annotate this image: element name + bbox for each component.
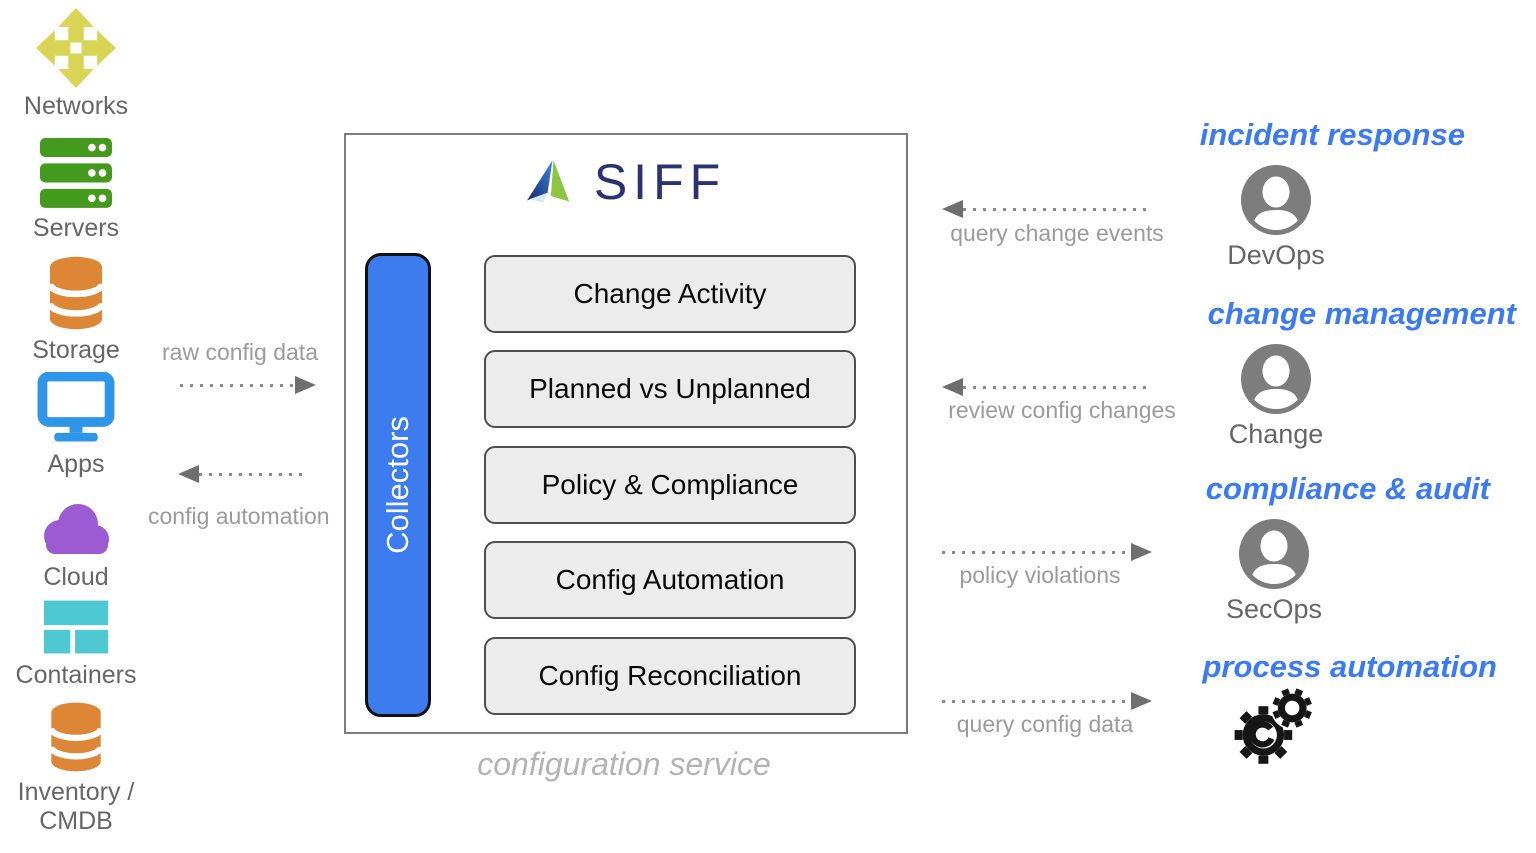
gears-icon (1234, 686, 1314, 764)
siff-logo: SIFF (346, 157, 906, 207)
collectors-label: Collectors (380, 416, 416, 554)
containers-icon (43, 600, 109, 654)
source-label: Networks (23, 92, 129, 120)
dotted-line (180, 383, 295, 387)
person-icon (1241, 344, 1311, 414)
module-change-activity: Change Activity (484, 255, 856, 333)
arrow-raw-config-data (180, 376, 316, 394)
actor-devops: DevOps (1206, 164, 1346, 271)
module-label: Planned vs Unplanned (529, 373, 811, 404)
actor-label: DevOps (1227, 240, 1325, 270)
cloud-icon (44, 504, 109, 554)
arrow-query-config-data (942, 692, 1152, 710)
source-inventory-cmdb: Inventory / CMDB (2, 700, 150, 836)
arrow-policy-violations (942, 543, 1152, 561)
module-label: Config Automation (555, 564, 785, 595)
source-label: Storage (32, 336, 120, 364)
dotted-line (963, 207, 1152, 211)
four-way-arrows-icon (36, 8, 116, 88)
actor-label: Change (1228, 419, 1324, 449)
heading-process-automation: process automation (1202, 649, 1497, 684)
flow-label-query-change-events: query change events (950, 220, 1164, 246)
arrowhead-left-icon (942, 200, 963, 218)
module-label: Config Reconciliation (538, 660, 802, 691)
source-label: Containers (15, 661, 137, 689)
monitor-icon (37, 372, 115, 442)
source-containers: Containers (2, 597, 150, 690)
actor-secops: SecOps (1204, 518, 1344, 625)
source-storage: Storage (2, 254, 150, 365)
arrowhead-right-icon (1131, 692, 1152, 710)
flow-label-review-config-changes: review config changes (948, 397, 1176, 423)
arrowhead-left-icon (178, 465, 199, 483)
arrowhead-right-icon (1131, 543, 1152, 561)
source-networks: Networks (2, 8, 150, 121)
module-policy-compliance: Policy & Compliance (484, 446, 856, 524)
siff-logo-triangle-icon (526, 160, 570, 203)
actor-label: SecOps (1225, 594, 1323, 624)
dotted-line (942, 550, 1131, 554)
flow-label-policy-violations: policy violations (959, 562, 1121, 588)
arrow-query-change-events (942, 200, 1152, 218)
arrowhead-right-icon (295, 376, 316, 394)
flow-label-query-config-data: query config data (956, 711, 1134, 737)
configuration-service-box: SIFF Collectors Change Activity Planned … (344, 133, 908, 734)
person-icon (1241, 165, 1311, 235)
collectors-bar: Collectors (365, 253, 431, 717)
actor-process-automation (1206, 681, 1346, 771)
module-label: Change Activity (573, 278, 767, 309)
source-cloud: Cloud (2, 497, 150, 592)
heading-incident-response: incident response (1199, 117, 1465, 152)
dotted-line (942, 699, 1131, 703)
module-label: Policy & Compliance (541, 469, 799, 500)
actor-change: Change (1206, 343, 1346, 450)
source-label: Apps (47, 450, 105, 478)
arrow-config-automation (178, 465, 308, 483)
flow-label-config-automation: config automation (148, 503, 330, 529)
database-icon (46, 256, 106, 330)
person-icon (1239, 519, 1309, 589)
source-label: Cloud (43, 563, 109, 591)
source-label: Servers (32, 214, 120, 242)
source-apps: Apps (2, 372, 150, 479)
source-servers: Servers (2, 138, 150, 243)
dotted-line (199, 472, 308, 476)
dotted-line (963, 385, 1152, 389)
heading-compliance-audit: compliance & audit (1205, 471, 1490, 506)
configuration-service-caption: configuration service (477, 746, 771, 782)
arrow-review-config-changes (942, 378, 1152, 396)
module-config-reconciliation: Config Reconciliation (484, 637, 856, 715)
module-config-automation: Config Automation (484, 541, 856, 619)
siff-logo-text: SIFF (593, 154, 727, 210)
source-label: Inventory / CMDB (17, 778, 135, 835)
arrowhead-left-icon (942, 378, 963, 396)
heading-change-management: change management (1207, 296, 1516, 331)
flow-label-raw-config-data: raw config data (162, 339, 318, 365)
server-stack-icon (40, 138, 112, 208)
module-planned-vs-unplanned: Planned vs Unplanned (484, 350, 856, 428)
database-icon (48, 702, 104, 772)
